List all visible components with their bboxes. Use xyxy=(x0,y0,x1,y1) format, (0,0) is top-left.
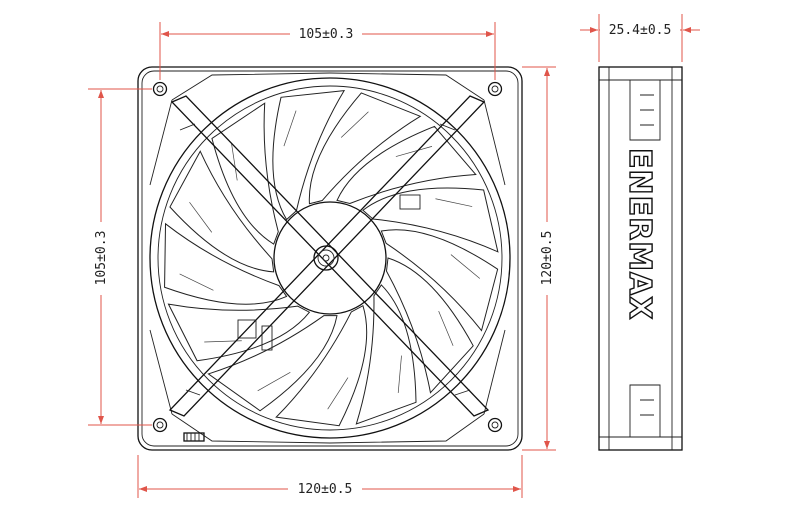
fan-blade-crease xyxy=(340,111,369,138)
fan-blade xyxy=(167,303,311,362)
support-struts xyxy=(168,95,490,417)
fan-side-view: ENERMAX xyxy=(598,66,683,451)
hub-center-icon xyxy=(313,245,339,271)
mounting-hole-bottom-left xyxy=(152,417,168,433)
fan-blade xyxy=(308,92,422,205)
fan-blade xyxy=(164,222,288,305)
fan-blade-crease xyxy=(231,143,238,181)
fan-blade xyxy=(380,229,499,332)
mounting-holes xyxy=(152,81,503,433)
fan-frame-outer xyxy=(137,66,523,451)
fan-side-body xyxy=(598,66,683,451)
fan-blade-crease xyxy=(395,146,433,157)
fan-hub xyxy=(273,201,387,315)
mounting-hole-top-right xyxy=(487,81,503,97)
dim-bottom-width: 120±0.5 xyxy=(298,482,353,497)
fan-blades xyxy=(164,89,499,427)
fan-blade-crease xyxy=(179,273,214,291)
fan-blade-crease xyxy=(438,311,454,346)
fan-blade xyxy=(336,125,477,205)
fan-blade xyxy=(385,257,474,394)
strut-diagonal-2 xyxy=(168,95,486,417)
fan-blade-crease xyxy=(327,377,349,410)
fan-blade-crease xyxy=(189,202,213,233)
fan-blade-crease xyxy=(283,110,297,147)
dim-side-thickness: 25.4±0.5 xyxy=(609,23,672,38)
mounting-hole-top-left xyxy=(152,81,168,97)
brand-logo: ENERMAX xyxy=(622,148,657,320)
strut-diagonal-1 xyxy=(170,95,490,417)
mounting-hole-bottom-right xyxy=(487,417,503,433)
fan-blade-crease xyxy=(397,355,402,393)
fan-frame-inner-edge xyxy=(141,70,519,447)
fan-blade xyxy=(211,102,279,245)
fan-blade xyxy=(275,305,368,427)
fan-blade xyxy=(169,150,275,273)
dim-left-height: 105±0.3 xyxy=(94,231,109,286)
fan-blade-crease xyxy=(257,371,291,392)
fan-blade-crease xyxy=(450,254,481,279)
dim-top-width: 105±0.3 xyxy=(299,27,354,42)
fan-venturi-ring xyxy=(149,77,511,439)
fan-blade xyxy=(207,315,338,412)
frame-corner-chamfers xyxy=(149,72,506,444)
fan-blade xyxy=(362,187,499,253)
fan-front-view xyxy=(137,66,523,451)
dimension-annotations: 105±0.3 105±0.3 120±0.5 120±0.5 25.4±0.5 xyxy=(88,14,700,498)
fan-cable-connector xyxy=(183,432,205,442)
dim-right-height: 120±0.5 xyxy=(540,231,555,286)
fan-blade-crease xyxy=(435,198,473,207)
